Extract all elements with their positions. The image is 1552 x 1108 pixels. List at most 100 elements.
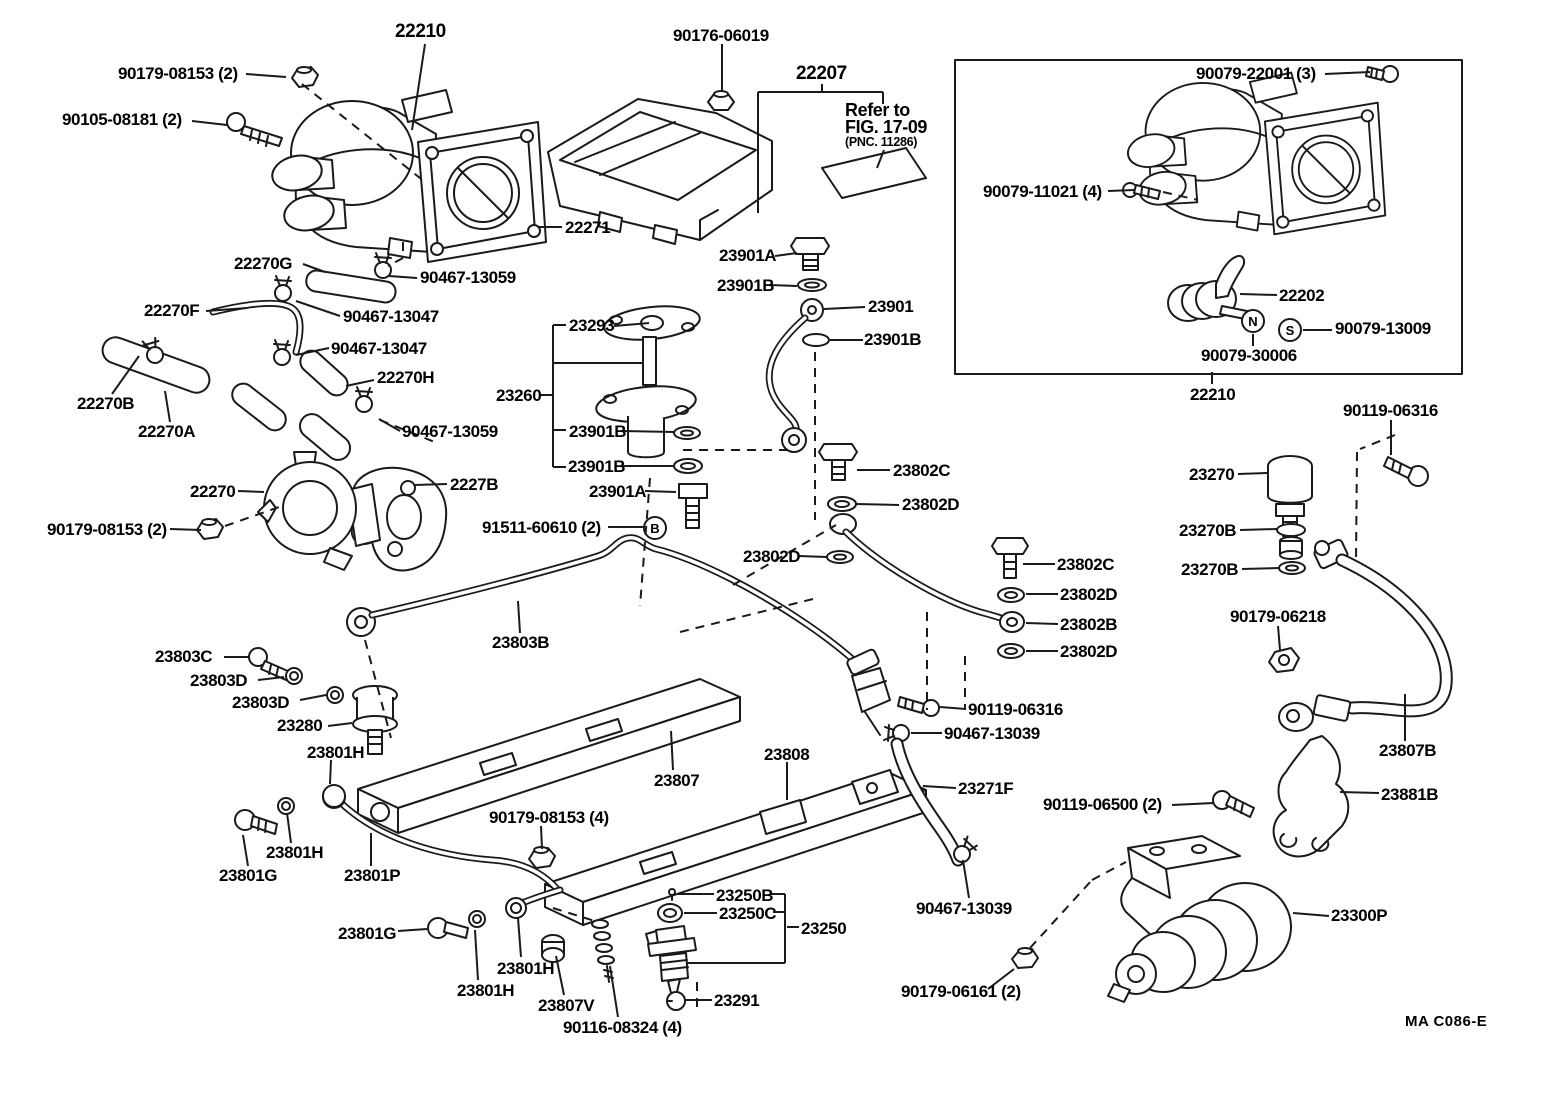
label-23801h-d: 23801H (457, 981, 515, 1000)
label-2227b: 2227B (450, 475, 499, 494)
label-23250b: 23250B (716, 886, 774, 905)
reference-note-line1: Refer to (845, 100, 910, 120)
fuel-filter-drawing (1011, 835, 1292, 1003)
label-90119-06316-top: 90119-06316 (1343, 401, 1438, 420)
label-23803b: 23803B (492, 633, 550, 652)
inset-screws (1122, 65, 1399, 200)
label-23807v: 23807V (538, 996, 595, 1015)
label-23901b-d: 23901B (568, 457, 626, 476)
label-23293: 23293 (569, 316, 615, 335)
hoses-drawing (101, 252, 397, 461)
label-23881b: 23881B (1381, 785, 1439, 804)
label-23901a-top: 23901A (719, 246, 777, 265)
label-23260: 23260 (496, 386, 542, 405)
badge-b-circle (643, 516, 667, 540)
label-23808: 23808 (764, 745, 810, 764)
label-23901b-a: 23901B (717, 276, 775, 295)
label-90179-06161: 90179-06161 (2) (901, 982, 1021, 1001)
label-23250c: 23250C (719, 904, 777, 923)
label-23270b-a: 23270B (1179, 521, 1237, 540)
cover-drawing (547, 90, 773, 245)
fuel-hose-drawing (1278, 538, 1453, 732)
label-23291: 23291 (714, 991, 760, 1010)
label-90467-13039-a: 90467-13039 (944, 724, 1040, 743)
label-22270h: 22270H (377, 368, 435, 387)
label-23802c-a: 23802C (893, 461, 951, 480)
label-90467-13059-b: 90467-13059 (402, 422, 498, 441)
label-23801g-a: 23801G (219, 866, 278, 885)
label-23802d-c: 23802D (1060, 585, 1118, 604)
label-90179-08153-a: 90179-08153 (2) (118, 64, 238, 83)
label-22210-inset: 22210 (1190, 385, 1236, 404)
label-23801g-b: 23801G (338, 924, 397, 943)
label-22202: 22202 (1279, 286, 1325, 305)
label-23271f: 23271F (958, 779, 1014, 798)
small-parts-drawing (196, 66, 615, 983)
label-22271: 22271 (565, 218, 611, 237)
reference-note: Refer to FIG. 17-09 (PNC. 11286) (845, 100, 928, 149)
damper-column-drawing (1267, 455, 1429, 673)
label-90105-08181: 90105-08181 (2) (62, 110, 182, 129)
label-23801h-c: 23801H (497, 959, 555, 978)
mid-fasteners-drawing (883, 696, 981, 867)
label-22270: 22270 (190, 482, 236, 501)
regulator-column-drawing (595, 237, 830, 529)
label-90467-13059-a: 90467-13059 (420, 268, 516, 287)
label-23802d-b: 23802D (743, 547, 801, 566)
label-22270g: 22270G (234, 254, 293, 273)
air-valve-drawing (257, 451, 448, 572)
label-22210-main: 22210 (395, 21, 446, 42)
return-pipe-drawing (234, 785, 564, 939)
label-90119-06316-mid: 90119-06316 (968, 700, 1063, 719)
label-90467-13047-b: 90467-13047 (331, 339, 427, 358)
label-23250: 23250 (801, 919, 847, 938)
reference-note-line2: FIG. 17-09 (845, 117, 928, 137)
badge-n: N (1248, 314, 1257, 329)
label-90119-06500: 90119-06500 (2) (1043, 795, 1162, 814)
throttle-body-inset-drawing (1123, 71, 1387, 236)
bracket-lines (540, 84, 885, 964)
label-90079-11021: 90079-11021 (4) (983, 182, 1102, 201)
label-23803c: 23803C (155, 647, 213, 666)
label-90179-06218: 90179-06218 (1230, 607, 1326, 626)
label-90079-30006: 90079-30006 (1201, 346, 1297, 365)
label-23801h-a: 23801H (307, 743, 365, 762)
fuel-rail-23807-drawing (357, 678, 741, 834)
badge-s-circle (1278, 318, 1302, 342)
label-90467-13039-b: 90467-13039 (916, 899, 1012, 918)
figure-code: MA C086-E (1405, 1013, 1488, 1030)
label-23901b-b: 23901B (864, 330, 922, 349)
label-23803d-b: 23803D (232, 693, 290, 712)
label-90176-06019: 90176-06019 (673, 26, 769, 45)
label-23901b-c: 23901B (569, 422, 627, 441)
label-23807: 23807 (654, 771, 700, 790)
label-22270f: 22270F (144, 301, 200, 320)
bracket-drawing (1212, 735, 1350, 858)
leader-lines (111, 43, 1406, 1018)
reference-note-line3: (PNC. 11286) (845, 135, 918, 149)
label-23801h-b: 23801H (266, 843, 324, 862)
badge-s: S (1286, 323, 1295, 338)
label-90079-13009: 90079-13009 (1335, 319, 1431, 338)
label-22270b: 22270B (77, 394, 135, 413)
label-91511-60610: 91511-60610 (2) (482, 518, 601, 537)
label-90079-22001: 90079-22001 (3) (1196, 64, 1316, 83)
label-23270: 23270 (1189, 465, 1235, 484)
label-23270b-b: 23270B (1181, 560, 1239, 579)
label-23807b: 23807B (1379, 741, 1437, 760)
label-23802c-b: 23802C (1057, 555, 1115, 574)
label-90179-08153-b: 90179-08153 (2) (47, 520, 167, 539)
throttle-body-drawing (268, 89, 547, 263)
label-23802d-d: 23802D (1060, 642, 1118, 661)
label-90467-13047-a: 90467-13047 (343, 307, 439, 326)
label-23801p: 23801P (344, 866, 401, 885)
dashed-lines (224, 83, 1396, 1014)
label-22270a: 22270A (138, 422, 196, 441)
dashpot-lever-drawing (1167, 254, 1259, 322)
label-23802b: 23802B (1060, 615, 1118, 634)
label-23280: 23280 (277, 716, 323, 735)
fuel-pipe-drawing (346, 443, 1029, 736)
injector-drawing (645, 888, 697, 1011)
